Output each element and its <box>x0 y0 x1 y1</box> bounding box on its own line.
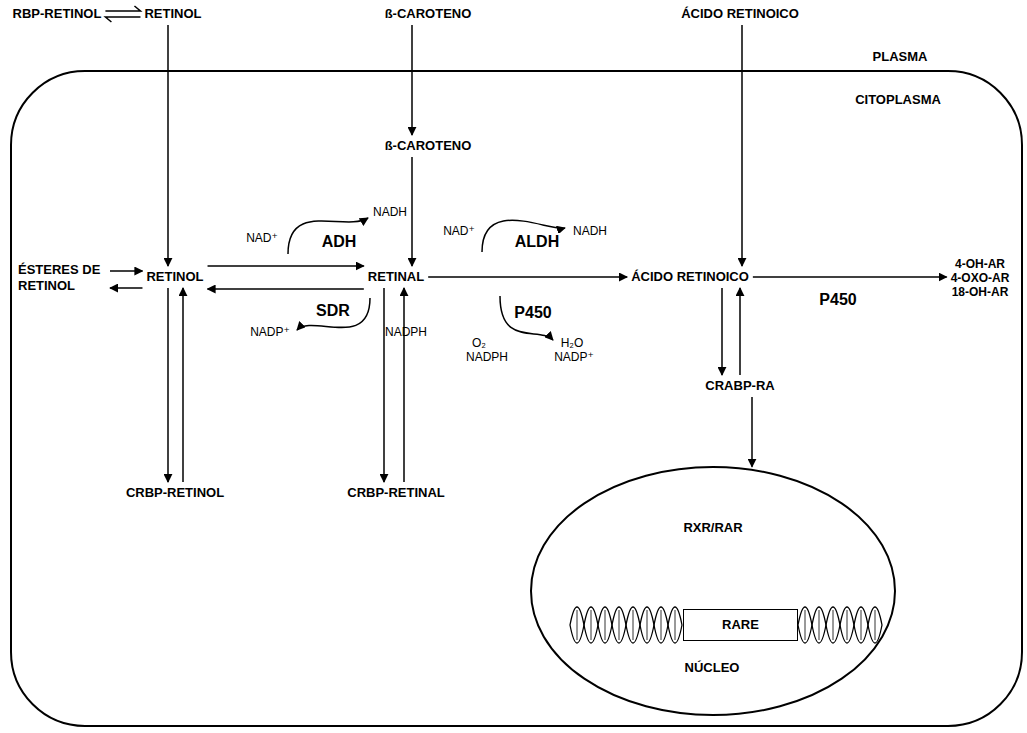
metabolite: RETINOL <box>146 269 203 285</box>
reaction-arrow <box>208 288 364 290</box>
node-text: ÁCIDO RETINOICO <box>631 269 749 285</box>
cofactor-label: H₂O <box>561 336 584 350</box>
reaction-arrow <box>110 287 142 289</box>
reaction-arrow <box>411 157 413 266</box>
enzyme-label: ADH <box>320 233 359 251</box>
dna-helix <box>570 607 882 643</box>
cofactor-label: NAD⁺ <box>246 231 278 245</box>
node-text: ß-CAROTENO <box>385 6 472 22</box>
enzyme-label: P450 <box>514 304 551 322</box>
node-text: ß-CAROTENO <box>385 138 472 154</box>
metabolite-list: 4-OH-AR4-OXO-AR18-OH-AR <box>951 257 1010 299</box>
enzyme-label: P450 <box>817 291 858 309</box>
cofactor-label: NAD⁺ <box>443 224 475 238</box>
cofactor-arc <box>288 218 368 254</box>
cofactor-arc <box>482 220 565 252</box>
dna-strand <box>570 607 682 643</box>
reaction-arrow <box>105 6 140 22</box>
metabolite: RETINAL <box>368 269 424 285</box>
metabolite: ÁCIDO RETINOICO <box>631 269 749 285</box>
node-text: 4-OXO-AR <box>951 271 1010 285</box>
plasma-metabolite: ß-CAROTENO <box>385 6 472 22</box>
reaction-arrow <box>753 276 947 278</box>
cofactor-label: NADH <box>573 224 607 238</box>
node-text: RETINOL <box>146 269 203 285</box>
enzyme-label: SDR <box>314 302 352 320</box>
node-text: ÁCIDO RETINOICO <box>681 6 799 22</box>
reaction-arrow <box>739 288 741 375</box>
cofactor-arc <box>500 296 553 340</box>
reaction-arrow <box>167 25 169 266</box>
metabolite: ß-CAROTENO <box>385 138 472 154</box>
node-text: 18-OH-AR <box>951 285 1010 299</box>
compartment-label: PLASMA <box>873 49 928 64</box>
nucleus: RXR/RAR NÚCLEO RARE <box>530 466 896 716</box>
node-text: CRABP-RA <box>705 378 774 394</box>
dna-strand <box>798 607 882 643</box>
node-text: NÚCLEO <box>685 660 740 676</box>
cofactor-label: NADPH <box>466 350 508 364</box>
reaction-arrow <box>411 25 413 135</box>
reaction-arrow <box>208 265 364 267</box>
reaction-arrow <box>428 276 627 278</box>
node-text: RBP-RETINOL <box>13 6 102 22</box>
metabolite: ÉSTERES DE RETINOL <box>18 262 106 294</box>
response-element-box: RARE <box>683 609 798 641</box>
dna-rungs <box>577 610 675 640</box>
reaction-arrow <box>751 397 753 467</box>
node-text: RETINOL <box>144 6 201 22</box>
cofactor-label: NADP⁺ <box>250 325 290 339</box>
binding-protein: CRBP-RETINAL <box>347 485 445 501</box>
reaction-arrow <box>721 288 723 375</box>
node-text: RETINAL <box>368 269 424 285</box>
nucleus-outline <box>530 466 896 716</box>
node-text: RARE <box>722 617 759 633</box>
cofactor-label: NADP⁺ <box>554 350 594 364</box>
nucleus-ellipse <box>531 467 895 715</box>
node-text: 4-OH-AR <box>951 257 1010 271</box>
dna-strand <box>570 607 682 643</box>
plasma-metabolite: RBP-RETINOL <box>13 6 102 22</box>
node-text: CRBP-RETINOL <box>126 485 224 501</box>
cofactor-arc <box>297 298 370 330</box>
cofactor-label: NADPH <box>385 325 427 339</box>
reaction-arrow <box>741 25 743 266</box>
dna-rungs <box>805 610 875 640</box>
cell-outline: CITOPLASMA ß-CAROTENO ÉSTERES DE RETINOL RE… <box>10 70 1023 727</box>
reaction-arrow <box>182 288 184 482</box>
reaction-arrow <box>167 288 169 482</box>
cofactor-label: NADH <box>373 205 407 219</box>
plasma-metabolite: RETINOL <box>144 6 201 22</box>
node-text: RXR/RAR <box>683 520 742 536</box>
enzyme-label: ALDH <box>513 233 561 251</box>
node-text: ÉSTERES DE RETINOL <box>18 262 106 294</box>
plasma-metabolite: ÁCIDO RETINOICO <box>681 6 799 22</box>
reaction-arrow <box>383 288 385 482</box>
binding-protein: CRBP-RETINOL <box>126 485 224 501</box>
dna-strand <box>798 607 882 643</box>
binding-protein: CRABP-RA <box>705 378 774 394</box>
cofactor-label: O₂ <box>472 336 486 350</box>
node-text: CRBP-RETINAL <box>347 485 445 501</box>
reaction-arrow <box>110 270 142 272</box>
node-text: CITOPLASMA <box>855 92 941 108</box>
reaction-arrow <box>403 288 405 482</box>
